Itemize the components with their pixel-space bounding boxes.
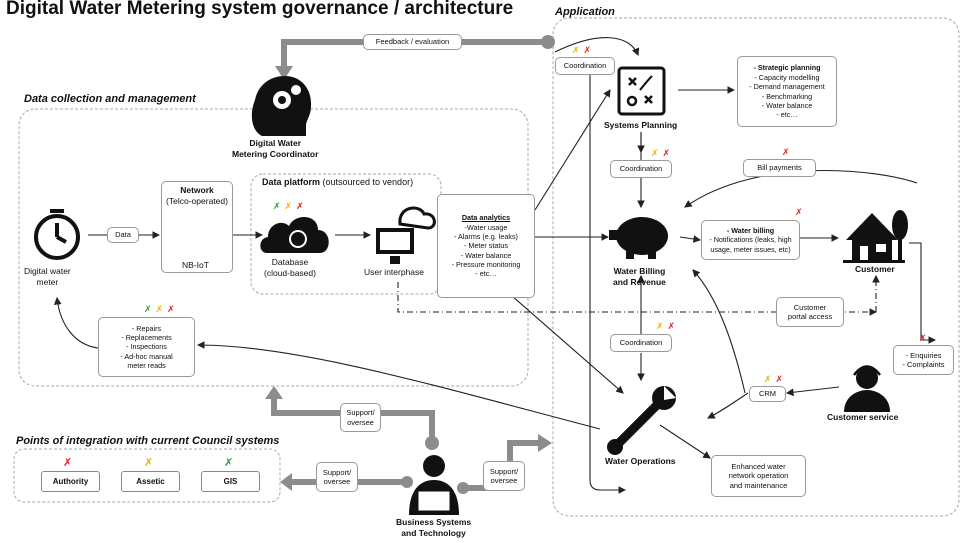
platform-title: Data platform — [262, 177, 321, 187]
feedback-box: Feedback / evaluation — [363, 34, 462, 50]
strategic-items: - Capacity modelling - Demand management… — [749, 72, 825, 120]
bill-payments-mark: ✗ — [782, 148, 794, 157]
analytics-items: -Water usage - Alarms (e.g. leaks) - Met… — [451, 222, 521, 279]
assetic-cross-icon: ✗ — [144, 457, 154, 469]
section-application: Application — [555, 6, 615, 18]
wrench-icon — [607, 386, 676, 455]
maintenance-items: - Repairs - Replacements - Inspections -… — [120, 323, 173, 371]
customer-portal-box: Customer portal access — [776, 297, 844, 327]
authority-cross-icon: ✗ — [63, 457, 73, 469]
user-interphase-icon — [376, 206, 436, 264]
maintenance-status-marks: ✗✗✗ — [144, 305, 179, 314]
coordinator-head-icon — [251, 76, 312, 136]
support-right-box: Support/ oversee — [483, 461, 525, 491]
business-systems-label: Business Systems and Technology — [396, 517, 472, 539]
network-title: Network — [180, 185, 214, 195]
water-billing-label: Water Billing and Revenue — [613, 266, 666, 288]
red-cross-icon: ✗ — [662, 148, 672, 158]
enquiries-box: - Enquiries - Complaints — [893, 345, 954, 375]
coordination-mid-box: Coordination — [610, 160, 672, 178]
crm-marks: ✗✗ — [764, 375, 787, 384]
billing-items: - Notifications (leaks, high usage, mete… — [709, 235, 792, 254]
support-left-box: Support/ oversee — [340, 403, 381, 432]
network-box: Network (Telco-operated) — [161, 181, 233, 273]
maintenance-box: - Repairs - Replacements - Inspections -… — [98, 317, 195, 377]
platform-status-marks: ✗✗✗ — [273, 202, 308, 211]
coordination-top-box: Coordination — [555, 57, 615, 75]
red-cross-icon: ✗ — [775, 374, 785, 384]
billing-mark: ✗ — [795, 208, 807, 217]
yellow-cross-icon: ✗ — [764, 374, 773, 384]
section-data-collection: Data collection and management — [24, 93, 196, 105]
green-cross-icon: ✗ — [144, 304, 153, 314]
gis-cross-icon: ✗ — [224, 457, 234, 469]
red-cross-icon: ✗ — [667, 321, 677, 331]
coordination-low-box: Coordination — [610, 334, 672, 352]
red-cross-icon: ✗ — [919, 333, 928, 343]
water-billing-box: - Water billing - Notifications (leaks, … — [701, 220, 800, 260]
nbiot-label: NB-IoT — [182, 260, 209, 270]
enhanced-operation-box: Enhanced water network operation and mai… — [711, 455, 806, 497]
red-cross-icon: ✗ — [583, 45, 593, 55]
red-cross-icon: ✗ — [167, 304, 176, 314]
user-interphase-label: User interphase — [364, 267, 425, 277]
red-cross-icon: ✗ — [782, 147, 791, 157]
data-collection-frame — [18, 108, 529, 387]
cloud-database-icon — [260, 217, 329, 253]
customer-label: Customer — [855, 264, 895, 274]
system-gis: GIS — [201, 471, 260, 492]
yellow-cross-icon: ✗ — [155, 304, 165, 314]
billing-heading: - Water billing — [726, 225, 775, 235]
data-box: Data — [107, 227, 139, 243]
strategic-planning-box: - Strategic planning - Capacity modellin… — [737, 56, 837, 127]
yellow-cross-icon: ✗ — [284, 201, 294, 211]
enquiries-mark: ✗ — [919, 334, 931, 343]
network-sub: (Telco-operated) — [166, 195, 228, 206]
application-frame — [552, 17, 960, 517]
customer-house-icon — [843, 210, 908, 263]
customer-service-agent-icon — [844, 365, 890, 412]
database-label: Database (cloud-based) — [264, 257, 316, 279]
meter-stopwatch-icon — [34, 209, 80, 260]
developer-icon — [409, 455, 459, 515]
yellow-cross-icon: ✗ — [656, 321, 665, 331]
water-operations-label: Water Operations — [605, 456, 676, 466]
customer-service-label: Customer service — [827, 412, 899, 422]
meter-label: Digital water meter — [24, 266, 71, 288]
coordination-low-marks: ✗✗ — [656, 322, 679, 331]
system-authority: Authority — [41, 471, 100, 492]
coordination-mid-marks: ✗✗ — [651, 149, 674, 158]
bill-payments-box: Bill payments — [743, 159, 816, 177]
system-assetic: Assetic — [121, 471, 180, 492]
integration-frame — [13, 448, 281, 503]
data-analytics-box: Data analytics -Water usage - Alarms (e.… — [437, 194, 535, 298]
crm-box: CRM — [749, 386, 786, 402]
systems-planning-label: Systems Planning — [604, 120, 678, 130]
piggy-bank-icon — [609, 213, 668, 259]
coordination-top-marks: ✗✗ — [572, 46, 595, 55]
yellow-cross-icon: ✗ — [651, 148, 660, 158]
platform-sub: (outsourced to vendor) — [320, 177, 414, 187]
yellow-cross-icon: ✗ — [572, 45, 581, 55]
green-cross-icon: ✗ — [273, 201, 282, 211]
coordinator-label: Digital Water Metering Coordinator — [232, 138, 319, 160]
page-title: Digital Water Metering system governance… — [6, 0, 514, 19]
systems-planning-icon — [617, 66, 666, 116]
strategic-heading: - Strategic planning — [753, 63, 821, 73]
analytics-heading: Data analytics — [461, 213, 511, 223]
red-cross-icon: ✗ — [795, 207, 804, 217]
section-integration: Points of integration with current Counc… — [16, 435, 280, 447]
support-mid-box: Support/ oversee — [316, 462, 358, 492]
platform-title-line: Data platform (outsourced to vendor) — [262, 177, 413, 189]
red-cross-icon: ✗ — [296, 201, 305, 211]
